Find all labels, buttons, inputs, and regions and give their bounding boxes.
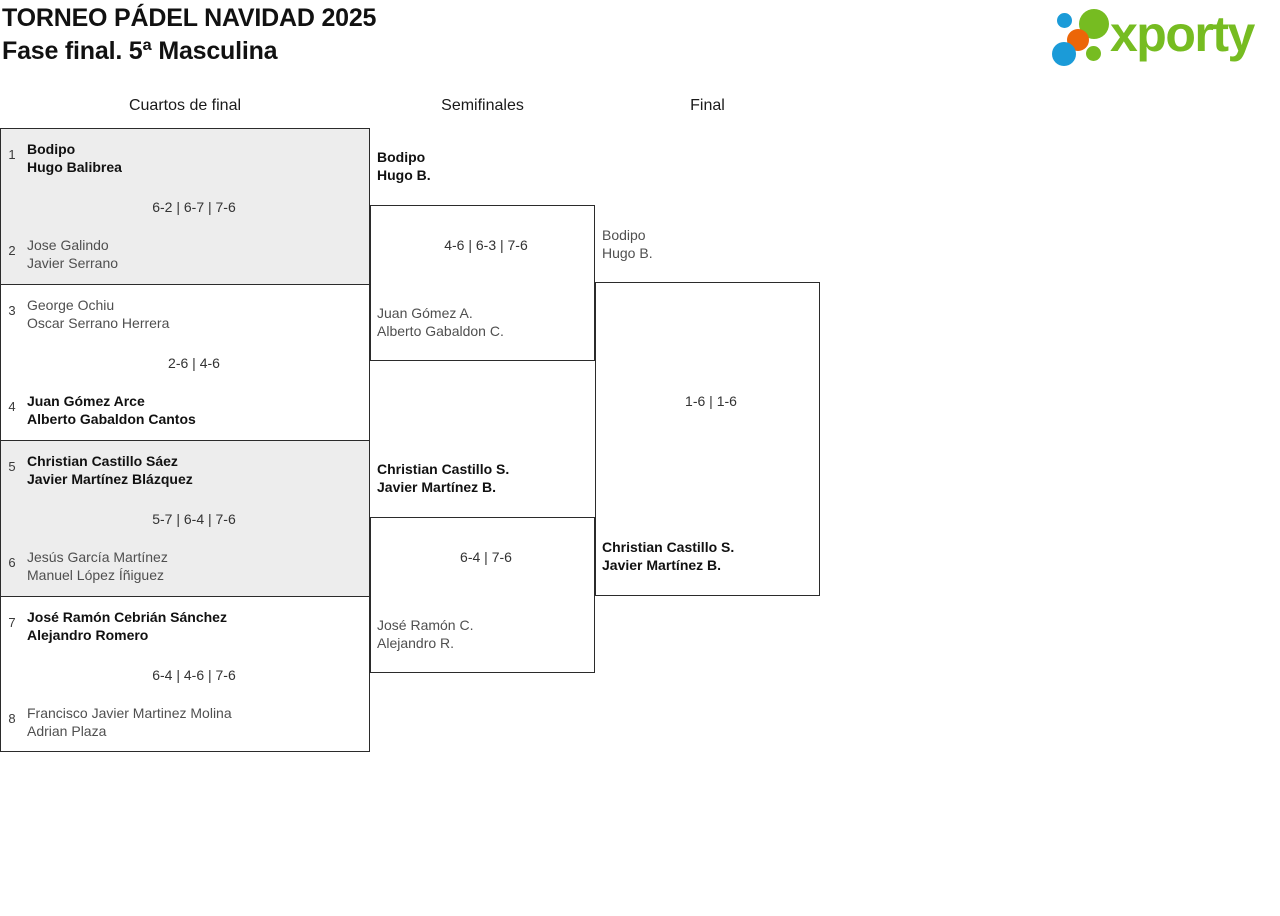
match-final[interactable] [595, 282, 820, 596]
round-header-final: Final [690, 97, 725, 114]
logo-wordmark: xporty [1110, 6, 1255, 62]
team-name: Christian Castillo S. Javier Martínez B. [377, 461, 510, 495]
match-score: 5-7 | 6-4 | 7-6 [152, 511, 236, 527]
match-score: 4-6 | 6-3 | 7-6 [444, 237, 528, 253]
team-name: Bodipo Hugo B. [602, 227, 653, 261]
team-name: Bodipo Hugo Balibrea [27, 141, 122, 175]
round-header-quarterfinals: Cuartos de final [128, 97, 242, 114]
match-score: 6-4 | 4-6 | 7-6 [152, 667, 236, 683]
seed-number: 5 [8, 459, 16, 474]
round-header-semifinals: Semifinales [441, 97, 524, 114]
match-quarterfinal-3[interactable]: 5 Christian Castillo Sáez Javier Martíne… [0, 440, 370, 596]
team-name: Christian Castillo S. Javier Martínez B. [602, 539, 735, 573]
logo-dot-blue-small [1057, 13, 1072, 28]
match-semifinal-2[interactable] [370, 517, 595, 673]
team-name: José Ramón Cebrián Sánchez Alejandro Rom… [27, 609, 227, 643]
team-name: Juan Gómez Arce Alberto Gabaldon Cantos [27, 393, 196, 427]
page-header: TORNEO PÁDEL NAVIDAD 2025 Fase final. 5ª… [0, 0, 1280, 76]
xporty-logo[interactable]: xporty [1050, 6, 1276, 66]
seed-number: 8 [8, 711, 16, 726]
logo-dot-green-small [1086, 46, 1101, 61]
logo-dots-icon [1050, 7, 1116, 66]
match-score: 6-4 | 7-6 [460, 549, 512, 565]
team-name: Jose Galindo Javier Serrano [27, 237, 119, 271]
team-name: Christian Castillo Sáez Javier Martínez … [27, 453, 193, 487]
tournament-phase-category: Fase final. 5ª Masculina [2, 37, 278, 65]
match-score: 6-2 | 6-7 | 7-6 [152, 199, 236, 215]
team-name: José Ramón C. Alejandro R. [377, 617, 474, 651]
match-quarterfinal-1[interactable]: 1 Bodipo Hugo Balibrea 6-2 | 6-7 | 7-6 2… [0, 128, 370, 284]
team-name: Francisco Javier Martinez Molina Adrian … [27, 705, 232, 739]
team-name: Bodipo Hugo B. [377, 149, 431, 183]
tournament-name: TORNEO PÁDEL NAVIDAD 2025 [2, 4, 377, 32]
seed-number: 3 [8, 303, 16, 318]
match-quarterfinal-4[interactable]: 7 José Ramón Cebrián Sánchez Alejandro R… [0, 596, 370, 752]
team-name: George Ochiu Oscar Serrano Herrera [27, 297, 170, 331]
seed-number: 7 [8, 615, 16, 630]
match-score: 1-6 | 1-6 [685, 393, 737, 409]
seed-number: 6 [8, 555, 16, 570]
logo-dot-blue-large [1052, 42, 1076, 66]
team-name: Jesús García Martínez Manuel López Íñigu… [27, 549, 168, 583]
team-name: Juan Gómez A. Alberto Gabaldon C. [377, 305, 504, 339]
tournament-title-block: TORNEO PÁDEL NAVIDAD 2025 Fase final. 5ª… [2, 2, 376, 68]
seed-number: 1 [8, 147, 16, 162]
match-quarterfinal-2[interactable]: 3 George Ochiu Oscar Serrano Herrera 2-6… [0, 284, 370, 440]
seed-number: 4 [8, 399, 16, 414]
match-semifinal-1[interactable] [370, 205, 595, 361]
seed-number: 2 [8, 243, 16, 258]
match-score: 2-6 | 4-6 [168, 355, 220, 371]
